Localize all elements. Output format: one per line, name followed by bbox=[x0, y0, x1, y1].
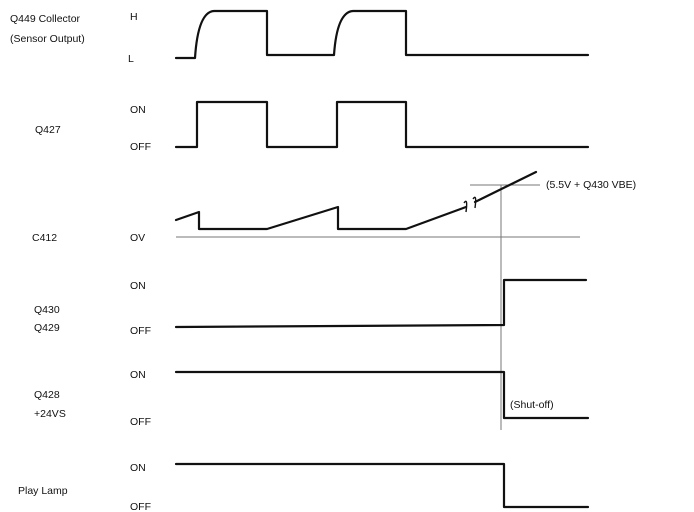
q430-off-level: OFF bbox=[130, 325, 151, 337]
q449-high-level: H bbox=[130, 11, 138, 23]
q427-on-level: ON bbox=[130, 104, 146, 116]
c412-threshold-note: (5.5V + Q430 VBE) bbox=[546, 179, 636, 191]
q427-waveform bbox=[174, 100, 590, 149]
q428-supply-name: +24VS bbox=[34, 408, 66, 420]
q430-q429-waveform bbox=[174, 278, 588, 329]
q430-name: Q430 bbox=[34, 304, 60, 316]
q449-name-line1: Q449 Collector bbox=[10, 13, 81, 25]
c412-zero-level: OV bbox=[130, 232, 145, 244]
q428-name: Q428 bbox=[34, 389, 60, 401]
play-lamp-on-level: ON bbox=[130, 462, 146, 474]
q430-on-level: ON bbox=[130, 280, 146, 292]
play-lamp-name: Play Lamp bbox=[18, 485, 68, 497]
q428-shutoff-note: (Shut-off) bbox=[510, 399, 554, 411]
q427-name: Q427 bbox=[35, 124, 61, 136]
play-lamp-waveform bbox=[174, 462, 590, 509]
c412-ramp-continuation bbox=[473, 170, 538, 204]
q449-low-level: L bbox=[128, 53, 134, 65]
q449-name-line2: (Sensor Output) bbox=[10, 33, 85, 45]
q429-name: Q429 bbox=[34, 322, 60, 334]
c412-name: C412 bbox=[32, 232, 57, 244]
q428-off-level: OFF bbox=[130, 416, 151, 428]
play-lamp-off-level: OFF bbox=[130, 501, 151, 512]
c412-waveform bbox=[174, 205, 468, 231]
q427-off-level: OFF bbox=[130, 141, 151, 153]
c412-break-mark-icon bbox=[463, 196, 477, 213]
q428-on-level: ON bbox=[130, 369, 146, 381]
q428-waveform bbox=[174, 370, 590, 420]
q449-waveform bbox=[174, 9, 590, 60]
